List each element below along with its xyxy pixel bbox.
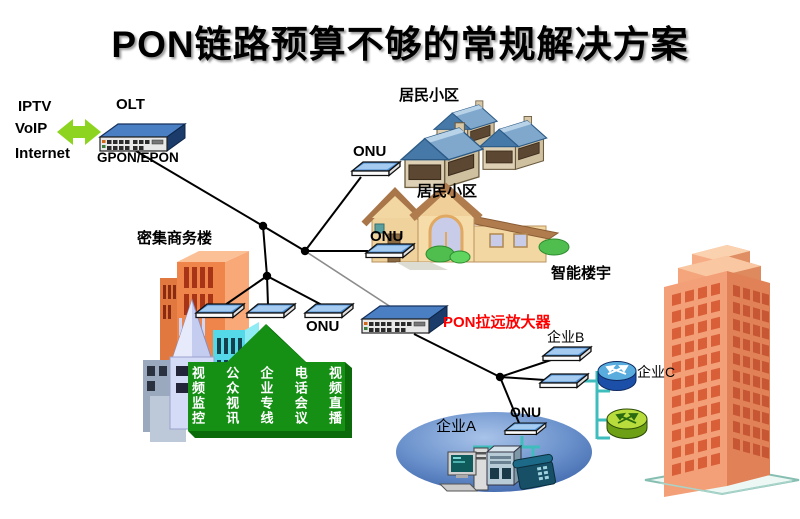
onu-device-commercial-2 <box>246 303 296 319</box>
arrow-service-phone-conference: 电话会议 <box>292 366 308 426</box>
enterprise-c-label: 企业C <box>637 364 676 380</box>
onu-label-enterprise-a: ONU <box>510 404 542 420</box>
server-icon <box>485 444 523 487</box>
residential-villa-label: 居民小区 <box>417 183 478 200</box>
junction-dots <box>258 221 505 382</box>
onu-device-commercial-3 <box>304 303 354 319</box>
olt-label: OLT <box>116 96 145 113</box>
residential-houses-cluster <box>400 100 548 189</box>
arrow-service-live-video: 视频直播 <box>327 366 342 426</box>
service-arrow <box>188 324 352 438</box>
fiber-lines <box>135 150 552 424</box>
pon-amplifier-label: PON拉远放大器 <box>443 314 551 331</box>
onu-device-enterprise-b <box>542 346 592 362</box>
olt-device <box>99 123 186 152</box>
router-enterprise-c <box>597 361 637 392</box>
service-label-voip: VoIP <box>15 120 48 137</box>
router-green <box>606 408 648 440</box>
dense-commercial-label: 密集商务楼 <box>137 230 213 247</box>
desktop-computer-icon <box>438 447 489 492</box>
onu-label-houses: ONU <box>353 143 387 160</box>
telephone-icon <box>512 453 556 490</box>
enterprise-a-network <box>396 412 592 492</box>
splitter-branch-line <box>304 250 398 312</box>
pon-amplifier-device <box>361 305 448 334</box>
gpon-epon-label: GPON/EPON <box>97 150 179 165</box>
service-label-iptv: IPTV <box>18 98 52 115</box>
arrow-service-public-video: 公众视讯 <box>224 366 240 426</box>
smart-building-label: 智能楼宇 <box>551 265 612 282</box>
onu-device-enterprise-b2 <box>539 373 589 389</box>
enterprise-b-label: 企业B <box>547 329 585 345</box>
villa-house <box>361 182 570 270</box>
arrow-service-enterprise-line: 企业专线 <box>258 366 274 426</box>
onu-label-commercial: ONU <box>306 318 340 335</box>
service-arrow-text: 视频监控 公众视讯 企业专线 电话会议 视频直播 <box>190 366 342 430</box>
uplink-double-arrow-icon <box>57 119 101 145</box>
residential-houses-label: 居民小区 <box>399 87 460 104</box>
onu-label-villa: ONU <box>370 228 404 245</box>
diagram-title: PON链路预算不够的常规解决方案 <box>111 24 689 65</box>
service-label-internet: Internet <box>15 145 71 162</box>
enterprise-a-label: 企业A <box>436 418 477 435</box>
office-tower <box>644 245 800 497</box>
onu-device-houses <box>351 161 401 177</box>
arrow-service-video-surveillance: 视频监控 <box>190 366 205 426</box>
